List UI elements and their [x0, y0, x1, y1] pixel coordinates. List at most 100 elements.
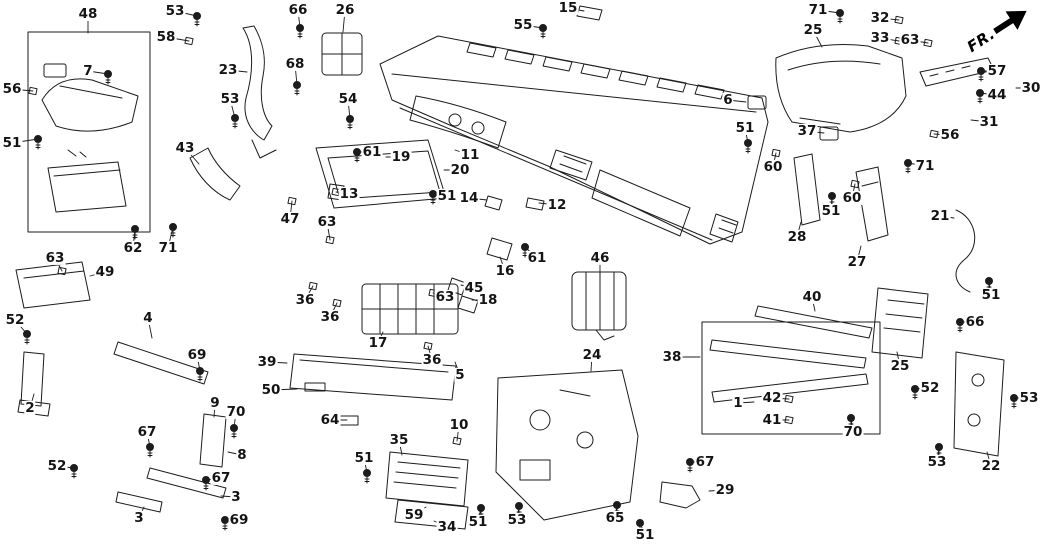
part-number-label: 28 — [786, 228, 808, 245]
part-number-label: 71 — [914, 157, 936, 174]
part-number-label: 40 — [801, 288, 823, 305]
part-number-label: 53 — [506, 511, 528, 528]
part-number-label: 32 — [869, 9, 891, 26]
part-number-label: 65 — [604, 509, 626, 526]
part-number-label: 4 — [142, 309, 154, 326]
part-number-label: 51 — [1, 134, 23, 151]
part-number-label: 49 — [94, 263, 116, 280]
part-number-label: 51 — [820, 202, 842, 219]
part-number-label: 16 — [494, 262, 516, 279]
part-number-label: 42 — [761, 389, 783, 406]
part-number-label: 67 — [694, 453, 716, 470]
part-number-label: 20 — [449, 161, 471, 178]
part-number-label: 63 — [434, 288, 456, 305]
part-number-label: 60 — [762, 158, 784, 175]
part-number-label: 18 — [477, 291, 499, 308]
part-number-label: 67 — [136, 423, 158, 440]
part-number-label: 7 — [82, 62, 94, 79]
part-number-label: 51 — [436, 187, 458, 204]
fr-arrow-icon — [993, 10, 1027, 34]
part-number-label: 15 — [557, 0, 579, 16]
part-number-label: 36 — [319, 308, 341, 325]
part-number-label: 61 — [361, 143, 383, 160]
part-number-label: 63 — [44, 249, 66, 266]
part-number-label: 21 — [929, 207, 951, 224]
part-number-label: 57 — [986, 62, 1008, 79]
part-number-label: 66 — [964, 313, 986, 330]
part-number-label: 51 — [634, 526, 656, 543]
part-number-label: 17 — [367, 334, 389, 351]
part-number-label: 59 — [403, 506, 425, 523]
part-number-label: 25 — [889, 357, 911, 374]
part-number-label: 63 — [899, 31, 921, 48]
part-number-label: 58 — [155, 28, 177, 45]
part-number-label: 70 — [225, 403, 247, 420]
part-number-label: 33 — [869, 29, 891, 46]
part-number-label: 31 — [978, 113, 1000, 130]
part-number-label: 19 — [390, 148, 412, 165]
part-number-label: 53 — [164, 2, 186, 19]
part-number-label: 6 — [722, 91, 734, 108]
part-number-label: 37 — [796, 122, 818, 139]
part-number-label: 53 — [926, 453, 948, 470]
part-number-label: 36 — [294, 291, 316, 308]
part-number-label: 1 — [732, 394, 744, 411]
part-number-label: 53 — [1018, 389, 1040, 406]
part-number-label: 10 — [448, 416, 470, 433]
part-number-label: 47 — [279, 210, 301, 227]
part-number-label: 63 — [316, 213, 338, 230]
part-number-label: 36 — [421, 351, 443, 368]
part-number-label: 52 — [919, 379, 941, 396]
part-number-label: 34 — [436, 518, 458, 535]
part-number-label: 55 — [512, 16, 534, 33]
part-number-label: 30 — [1020, 79, 1042, 96]
part-number-label: 5 — [454, 366, 466, 383]
part-number-label: 48 — [77, 5, 99, 22]
part-number-label: 60 — [841, 189, 863, 206]
part-number-label: 51 — [980, 286, 1002, 303]
part-number-label: 23 — [217, 61, 239, 78]
part-number-label: 50 — [260, 381, 282, 398]
part-number-label: 53 — [219, 90, 241, 107]
part-number-label: 64 — [319, 411, 341, 428]
part-number-label: 70 — [842, 423, 864, 440]
part-number-label: 44 — [986, 86, 1008, 103]
part-number-label: 43 — [174, 139, 196, 156]
part-number-label: 27 — [846, 253, 868, 270]
part-number-label: 24 — [581, 346, 603, 363]
part-number-label: 41 — [761, 411, 783, 428]
part-number-label: 66 — [287, 1, 309, 18]
part-number-label: 52 — [46, 457, 68, 474]
part-number-label: 11 — [459, 146, 481, 163]
part-number-label: 12 — [546, 196, 568, 213]
part-number-label: 13 — [338, 185, 360, 202]
part-number-label: 56 — [939, 126, 961, 143]
part-number-label: 26 — [334, 1, 356, 18]
part-number-label: 9 — [209, 394, 221, 411]
part-number-label: 69 — [186, 346, 208, 363]
part-number-label: 52 — [4, 311, 26, 328]
part-number-label: 54 — [337, 90, 359, 107]
part-number-label: 56 — [1, 80, 23, 97]
part-number-label: 3 — [230, 488, 242, 505]
part-number-label: 45 — [463, 279, 485, 296]
part-number-label: 35 — [388, 431, 410, 448]
part-number-label: 14 — [458, 189, 480, 206]
part-number-label: 2 — [24, 399, 36, 416]
part-number-label: 62 — [122, 239, 144, 256]
part-number-label: 46 — [589, 249, 611, 266]
part-number-label: 51 — [734, 119, 756, 136]
part-number-label: 8 — [236, 446, 248, 463]
part-number-label: 25 — [802, 21, 824, 38]
part-number-label: 22 — [980, 457, 1002, 474]
part-number-label: 61 — [526, 249, 548, 266]
part-number-label: 39 — [256, 353, 278, 370]
part-number-label: 29 — [714, 481, 736, 498]
part-number-label: 68 — [284, 55, 306, 72]
part-number-label: 69 — [228, 511, 250, 528]
fr-direction-indicator: FR. — [962, 0, 1036, 59]
part-number-label: 51 — [353, 449, 375, 466]
part-number-label: 51 — [467, 513, 489, 530]
